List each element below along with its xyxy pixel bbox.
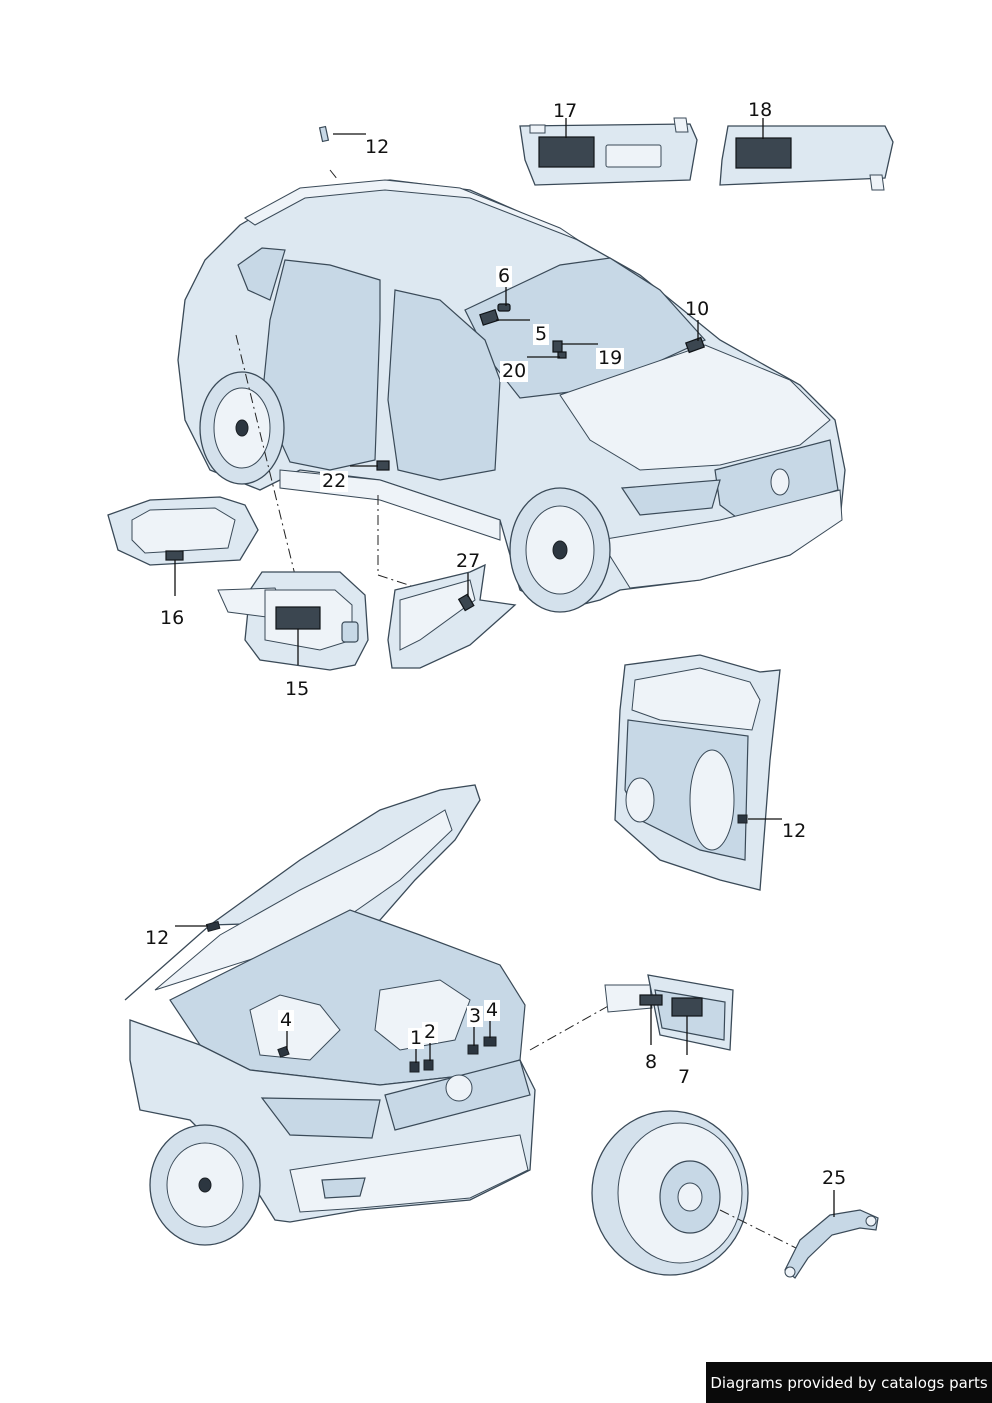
suv-body: [177, 179, 846, 613]
footer-text: Diagrams provided by catalogs parts: [710, 1373, 988, 1392]
footer-credit: Diagrams provided by catalogs parts: [706, 1362, 992, 1403]
callout-27: 27: [456, 550, 481, 572]
spare-wheel: [591, 1110, 749, 1276]
callout-10: 10: [685, 298, 710, 320]
glove-box: [387, 563, 517, 669]
label-12-top: [318, 125, 330, 143]
label-20: [557, 351, 567, 359]
callout-17: 17: [553, 100, 578, 122]
callout-20: 20: [500, 360, 529, 382]
label-19: [552, 340, 563, 353]
callout-4-left: 4: [278, 1009, 295, 1031]
callout-4-right: 4: [484, 999, 501, 1021]
callout-12-door: 12: [782, 820, 807, 842]
callout-7: 7: [678, 1066, 691, 1088]
callout-25: 25: [822, 1167, 847, 1189]
label-5: [479, 309, 500, 326]
callout-12-top: 12: [365, 136, 390, 158]
callout-22: 22: [320, 470, 349, 492]
fuel-flap: [217, 571, 369, 671]
callout-16: 16: [160, 607, 185, 629]
door-frame: [614, 654, 782, 891]
sun-visor-right: [719, 118, 894, 191]
label-6: [497, 303, 511, 312]
callout-8: 8: [645, 1051, 658, 1073]
callout-5: 5: [533, 323, 550, 345]
tyre-pressure-panel: [604, 974, 734, 1055]
label-22: [376, 460, 390, 471]
callout-3: 3: [467, 1005, 484, 1027]
callout-12-hood: 12: [145, 927, 170, 949]
callout-18: 18: [748, 99, 773, 121]
sun-visor-left: [519, 117, 698, 186]
callout-1: 1: [408, 1027, 425, 1049]
callout-2: 2: [422, 1021, 439, 1043]
fuel-filler-housing: [107, 496, 259, 596]
label-10: [685, 336, 705, 354]
spare-wheel-bracket: [784, 1190, 879, 1279]
callout-15: 15: [285, 678, 310, 700]
callout-19: 19: [596, 347, 625, 369]
callout-6: 6: [496, 265, 513, 287]
